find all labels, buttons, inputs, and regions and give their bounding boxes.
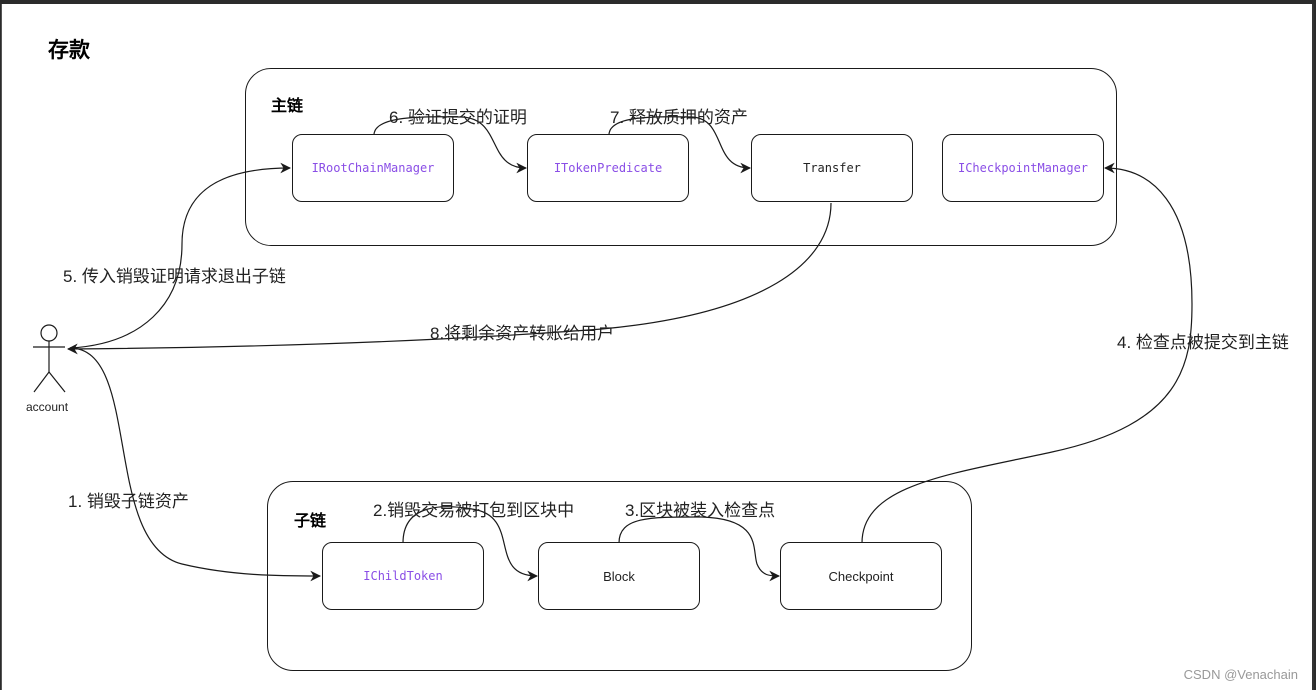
edge-1 xyxy=(69,347,322,582)
edge-3 xyxy=(618,516,781,582)
edge-label-8: 8.将剩余资产转账给用户 xyxy=(430,324,615,343)
edge-4 xyxy=(861,162,1193,544)
edge-7 xyxy=(608,116,752,174)
edge-5 xyxy=(69,162,292,349)
edge-label-3: 3.区块被装入检查点 xyxy=(625,501,776,520)
child-chain-title: 子链 xyxy=(294,513,327,530)
node-iroot-chain-manager[interactable]: IRootChainManager xyxy=(292,134,454,202)
actor-head xyxy=(40,324,58,342)
node-ichild-token[interactable]: IChildToken xyxy=(322,542,484,610)
node-transfer[interactable]: Transfer xyxy=(751,134,913,202)
edge-label-4: 4. 检查点被提交到主链 xyxy=(1117,333,1289,352)
edge-label-6: 6. 验证提交的证明 xyxy=(389,108,527,127)
edge-6 xyxy=(373,116,528,174)
edge-label-1: 1. 销毁子链资产 xyxy=(68,492,189,511)
edge-label-7: 7. 释放质押的资产 xyxy=(610,108,748,127)
edge-label-5: 5. 传入销毁证明请求退出子链 xyxy=(63,267,286,286)
edge-8 xyxy=(66,202,832,355)
diagram-canvas: 存款 主链 子链 xyxy=(1,4,1314,690)
watermark: CSDN @Venachain xyxy=(1183,667,1298,682)
node-icheckpoint-manager[interactable]: ICheckpointManager xyxy=(942,134,1104,202)
edge-label-2: 2.销毁交易被打包到区块中 xyxy=(373,501,575,520)
edge-2 xyxy=(402,506,539,582)
actor-leg-left xyxy=(33,371,50,393)
main-chain-container[interactable] xyxy=(245,68,1117,246)
page-title: 存款 xyxy=(48,39,90,62)
child-chain-container[interactable] xyxy=(267,481,972,671)
node-block[interactable]: Block xyxy=(538,542,700,610)
node-itoken-predicate[interactable]: ITokenPredicate xyxy=(527,134,689,202)
actor-icon xyxy=(33,324,66,393)
actor-label: account xyxy=(26,400,69,414)
node-checkpoint[interactable]: Checkpoint xyxy=(780,542,942,610)
main-chain-title: 主链 xyxy=(271,98,304,115)
actor-leg-right xyxy=(48,371,66,393)
edges-layer xyxy=(33,116,1193,582)
